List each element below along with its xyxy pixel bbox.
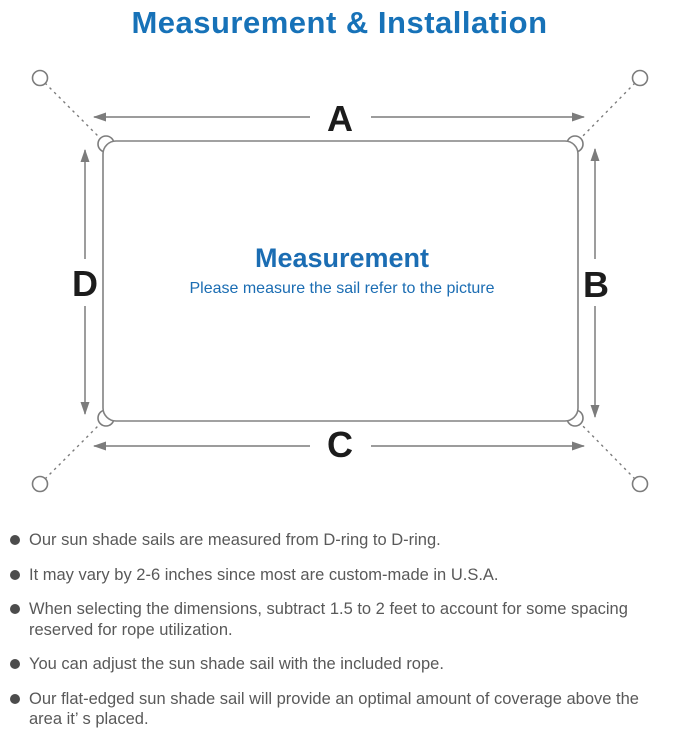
bullet-dot-icon (10, 693, 20, 704)
bullet-dot-icon (10, 569, 20, 580)
bullet-dot-icon (10, 659, 20, 669)
shade-sail-outline (102, 140, 579, 422)
anchor-ring-icon-top-left (31, 69, 49, 87)
dimension-label-b: B (583, 264, 609, 305)
page-title: Measurement & Installation (131, 5, 548, 40)
anchor-ring-icon-bottom-left (31, 475, 49, 493)
note-item: It may vary by 2-6 inches since most are… (10, 565, 673, 586)
rope-dashed-line-top-right (574, 82, 636, 145)
bullet-dot-icon (10, 604, 20, 614)
diagram-center-title: Measurement (255, 243, 429, 273)
note-item: Our sun shade sails are measured from D-… (10, 530, 673, 551)
note-item: When selecting the dimensions, subtract … (10, 599, 673, 640)
note-item: You can adjust the sun shade sail with t… (10, 654, 673, 675)
rope-dashed-line-bottom-right (574, 417, 636, 480)
measurement-diagram: A B C D Measurement Please measure the s… (31, 69, 649, 493)
notes-list: Our sun shade sails are measured from D-… (10, 530, 673, 739)
rope-dashed-line-top-left (44, 82, 107, 145)
bullet-dot-icon (10, 535, 20, 545)
diagram-center-subtitle: Please measure the sail refer to the pic… (189, 280, 494, 297)
rope-dashed-line-bottom-left (44, 417, 107, 480)
note-item: Our flat-edged sun shade sail will provi… (10, 689, 673, 730)
dimension-label-d: D (72, 263, 98, 304)
dimension-label-c: C (327, 424, 353, 465)
dimension-label-a: A (327, 98, 353, 139)
anchor-ring-icon-top-right (631, 69, 649, 87)
note-text: You can adjust the sun shade sail with t… (29, 655, 444, 673)
anchor-ring-icon-bottom-right (631, 475, 649, 493)
note-text: When selecting the dimensions, subtract … (29, 600, 628, 639)
note-text: Our flat-edged sun shade sail will provi… (29, 689, 639, 729)
note-text: Our sun shade sails are measured from D-… (29, 531, 441, 549)
note-text: It may vary by 2-6 inches since most are… (29, 565, 499, 584)
